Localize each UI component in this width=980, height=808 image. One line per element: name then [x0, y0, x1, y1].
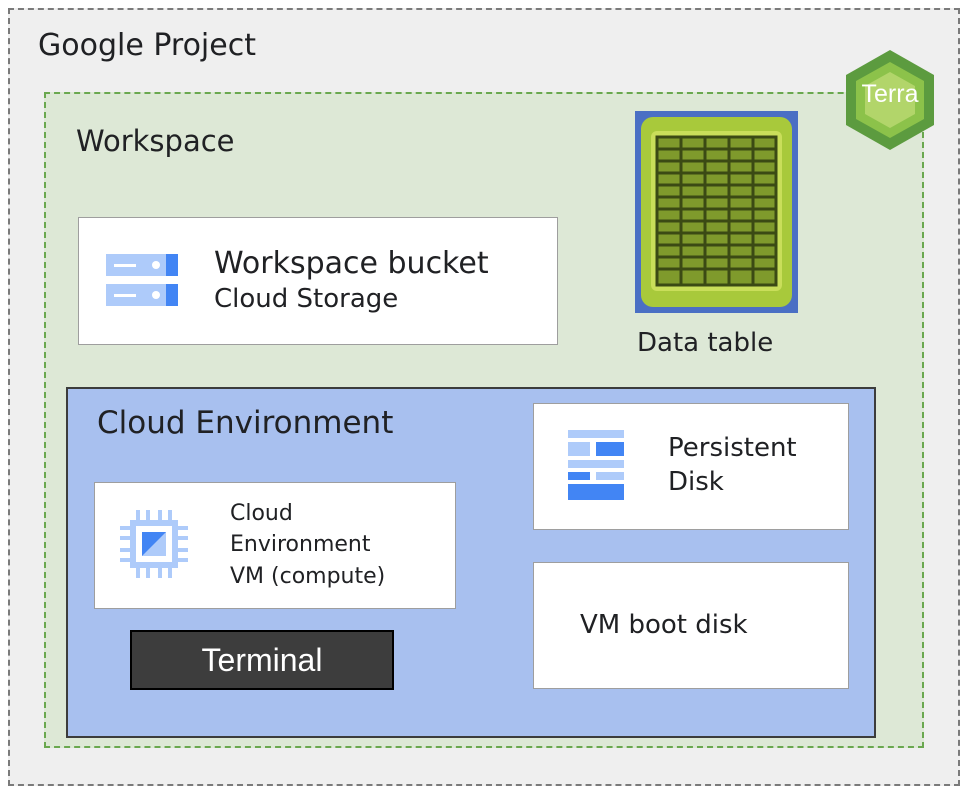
terra-logo-label: Terra [861, 80, 919, 108]
compute-engine-icon [120, 510, 188, 578]
vm-label-line: VM (compute) [230, 564, 386, 589]
google-project-title: Google Project [38, 28, 256, 63]
vm-label-line: Environment [230, 532, 371, 557]
cloud-storage-icon [106, 254, 178, 306]
persistent-disk-label-line: Disk [668, 467, 724, 497]
terminal-button[interactable]: Terminal [130, 630, 394, 690]
data-table-icon [635, 111, 798, 313]
persistent-disk-icon [568, 430, 624, 500]
data-table-label: Data table [637, 328, 774, 358]
cloud-environment-title: Cloud Environment [97, 405, 394, 441]
vm-label-line: Cloud [230, 501, 293, 526]
persistent-disk-label-line: Persistent [668, 433, 797, 463]
cloud-storage-label: Cloud Storage [214, 284, 399, 314]
persistent-disk-card [533, 403, 849, 530]
workspace-title: Workspace [76, 124, 235, 158]
terra-logo-icon [846, 50, 934, 150]
workspace-bucket-label: Workspace bucket [214, 246, 489, 281]
workspace-bucket-card [78, 217, 558, 345]
vm-boot-disk-label: VM boot disk [580, 610, 748, 640]
vm-boot-disk-card [533, 562, 849, 689]
